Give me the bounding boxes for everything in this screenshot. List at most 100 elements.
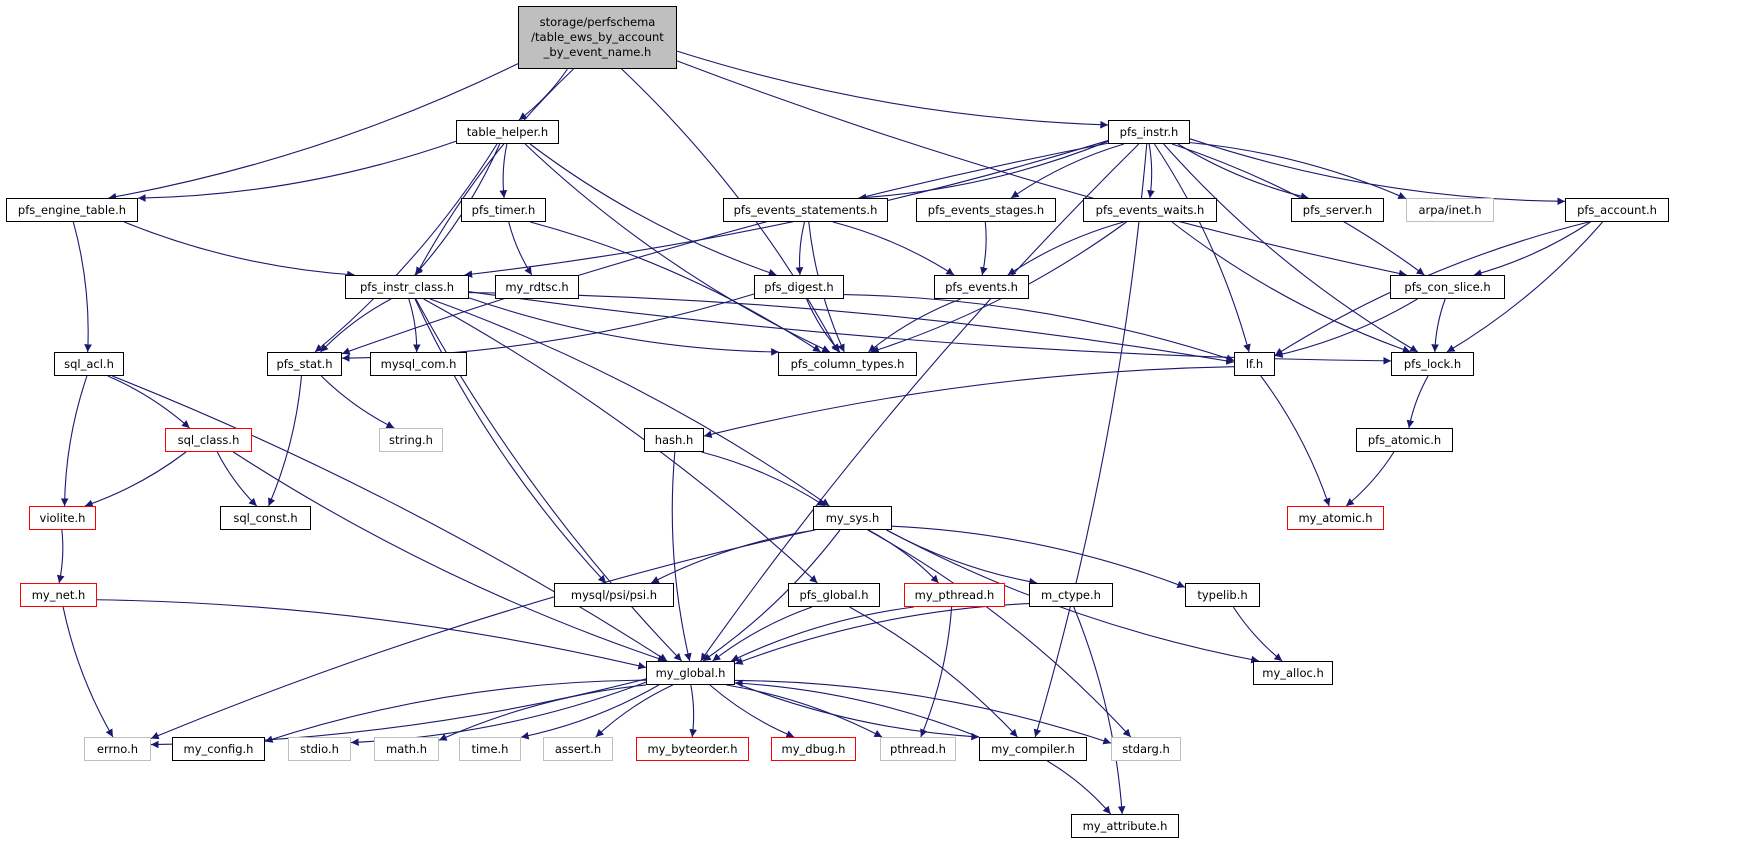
node-pfs-engine-table[interactable]: pfs_engine_table.h <box>6 198 138 222</box>
node-time-h[interactable]: time.h <box>459 737 521 761</box>
edge-hash-to-my_global <box>671 451 692 662</box>
node-my-net[interactable]: my_net.h <box>20 583 97 607</box>
edge-pfs_instr-to-pfs_events_statements <box>858 140 1109 202</box>
node-pfs-events[interactable]: pfs_events.h <box>934 275 1029 299</box>
node-stdio-h[interactable]: stdio.h <box>288 737 351 761</box>
node-label: my_pthread.h <box>914 588 995 602</box>
node-my-config[interactable]: my_config.h <box>172 737 265 761</box>
node-pfs-events-waits[interactable]: pfs_events_waits.h <box>1083 198 1217 222</box>
node-label: m_ctype.h <box>1041 588 1101 602</box>
edge-lf-to-hash <box>703 366 1235 438</box>
node-pfs-server[interactable]: pfs_server.h <box>1291 198 1384 222</box>
node-pfs-atomic[interactable]: pfs_atomic.h <box>1356 428 1453 452</box>
node-pfs-lock[interactable]: pfs_lock.h <box>1391 352 1474 376</box>
node-label: string.h <box>389 433 433 447</box>
edge-pfs_instr-to-lf <box>1154 143 1251 353</box>
node-table-helper[interactable]: table_helper.h <box>456 120 559 144</box>
node-label: typelib.h <box>1197 588 1248 602</box>
node-label: my_alloc.h <box>1262 666 1324 680</box>
node-label: errno.h <box>96 742 139 756</box>
node-label: pfs_timer.h <box>471 203 536 217</box>
node-pfs-instr[interactable]: pfs_instr.h <box>1108 120 1190 144</box>
root-label-line2: /table_ews_by_account <box>531 30 664 44</box>
edge-table_helper-to-pfs_timer <box>499 143 508 199</box>
node-pfs-events-statements[interactable]: pfs_events_statements.h <box>723 198 888 222</box>
node-mysql-com[interactable]: mysql_com.h <box>370 352 467 376</box>
edge-my_compiler-to-my_attribute <box>1047 760 1112 815</box>
node-pfs-stat[interactable]: pfs_stat.h <box>267 352 342 376</box>
edge-table_helper-to-pfs_column_types <box>524 143 831 353</box>
edge-pfs_con_slice-to-pfs_lock <box>1431 298 1446 353</box>
node-math-h[interactable]: math.h <box>374 737 439 761</box>
node-stdarg-h[interactable]: stdarg.h <box>1111 737 1181 761</box>
node-typelib[interactable]: typelib.h <box>1185 583 1260 607</box>
node-pfs-global[interactable]: pfs_global.h <box>788 583 880 607</box>
root-label-line3: _by_event_name.h <box>543 45 652 59</box>
edge-my_sys-to-stdarg_h <box>867 529 1132 738</box>
edge-my_sys-to-errno_h <box>150 529 815 740</box>
edge-pfs_account-to-pfs_lock <box>1446 221 1604 353</box>
edge-pfs_instr-to-my_global <box>700 143 1140 662</box>
node-label: pfs_lock.h <box>1403 357 1462 371</box>
node-my-byteorder[interactable]: my_byteorder.h <box>636 737 749 761</box>
edge-pfs_instr-to-pfs_events_stages <box>1010 143 1125 199</box>
edge-pfs_lock-to-pfs_atomic <box>1406 375 1429 429</box>
node-my-pthread[interactable]: my_pthread.h <box>904 583 1005 607</box>
node-m-ctype[interactable]: m_ctype.h <box>1029 583 1113 607</box>
edge-pfs_events_statements-to-pfs_events <box>832 221 955 276</box>
edge-pfs_con_slice-to-lf <box>1274 298 1418 358</box>
edge-table_helper-to-pfs_digest <box>529 143 777 277</box>
node-pfs-timer[interactable]: pfs_timer.h <box>461 198 546 222</box>
edge-pfs_instr-to-pfs_account <box>1189 138 1566 206</box>
edge-my_net-to-my_global <box>96 599 647 670</box>
node-pfs-instr-class[interactable]: pfs_instr_class.h <box>345 275 469 299</box>
edge-pfs_events_stages-to-pfs_events <box>980 221 988 276</box>
node-label: my_config.h <box>183 742 254 756</box>
edge-table_helper-to-pfs_stat <box>314 143 498 353</box>
node-label: pfs_events_waits.h <box>1095 203 1205 217</box>
node-my-global[interactable]: my_global.h <box>646 661 735 685</box>
node-pfs-column-types[interactable]: pfs_column_types.h <box>778 352 917 376</box>
node-label: mysql_com.h <box>380 357 457 371</box>
edge-pfs_digest-to-pfs_stat <box>341 293 755 362</box>
edge-lf-to-my_atomic <box>1260 375 1331 507</box>
node-my-dbug[interactable]: my_dbug.h <box>771 737 856 761</box>
node-sql-const[interactable]: sql_const.h <box>220 506 311 530</box>
node-lf[interactable]: lf.h <box>1234 352 1275 376</box>
node-string-h[interactable]: string.h <box>379 428 443 452</box>
edge-table_helper-to-pfs_engine_table <box>137 140 457 202</box>
node-label: pfs_digest.h <box>764 280 834 294</box>
node-my-atomic[interactable]: my_atomic.h <box>1287 506 1384 530</box>
edge-root-to-pfs_instr_class <box>415 68 574 276</box>
node-errno-h[interactable]: errno.h <box>84 737 151 761</box>
node-my-alloc[interactable]: my_alloc.h <box>1253 661 1333 685</box>
node-my-rdtsc[interactable]: my_rdtsc.h <box>495 275 579 299</box>
node-mysql-psi[interactable]: mysql/psi/psi.h <box>554 583 674 607</box>
node-sql-class[interactable]: sql_class.h <box>165 428 252 452</box>
node-arpa-inet[interactable]: arpa/inet.h <box>1406 198 1494 222</box>
node-label: pfs_global.h <box>799 588 869 602</box>
node-my-compiler[interactable]: my_compiler.h <box>979 737 1087 761</box>
node-hash[interactable]: hash.h <box>644 428 704 452</box>
node-label: stdio.h <box>300 742 339 756</box>
edge-sql_acl-to-my_global <box>112 375 668 662</box>
edge-pfs_instr_class-to-mysql_com <box>408 298 421 353</box>
edge-my_sys-to-typelib <box>891 525 1186 589</box>
node-label: pfs_events_stages.h <box>927 203 1045 217</box>
node-violite[interactable]: violite.h <box>29 506 96 530</box>
node-pfs-events-stages[interactable]: pfs_events_stages.h <box>916 198 1056 222</box>
edge-my_global-to-stdarg_h <box>734 679 1112 745</box>
edge-pfs_instr_class-to-pfs_column_types <box>468 297 779 356</box>
node-label: my_dbug.h <box>781 742 846 756</box>
node-pfs-digest[interactable]: pfs_digest.h <box>754 275 844 299</box>
node-pfs-con-slice[interactable]: pfs_con_slice.h <box>1390 275 1505 299</box>
edge-my_global-to-pthread_h <box>726 684 883 738</box>
node-pthread-h[interactable]: pthread.h <box>880 737 956 761</box>
node-my-attribute[interactable]: my_attribute.h <box>1071 814 1179 838</box>
node-label: my_atomic.h <box>1298 511 1373 525</box>
node-assert-h[interactable]: assert.h <box>543 737 613 761</box>
node-my-sys[interactable]: my_sys.h <box>813 506 892 530</box>
node-pfs-account[interactable]: pfs_account.h <box>1565 198 1669 222</box>
node-sql-acl[interactable]: sql_acl.h <box>54 352 124 376</box>
edge-root-to-pfs_instr <box>676 50 1109 129</box>
